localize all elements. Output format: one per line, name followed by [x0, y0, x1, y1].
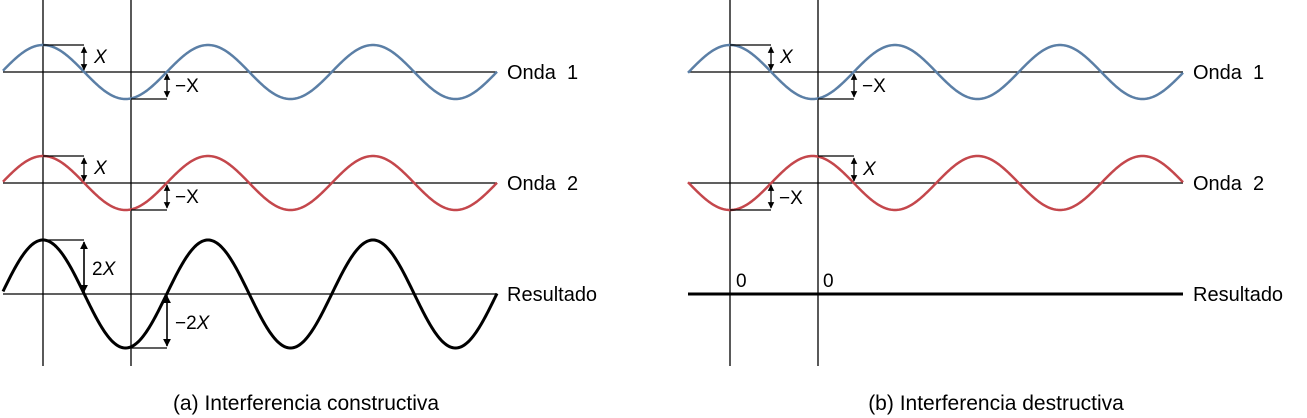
wave-2-curve	[687, 154, 1184, 212]
annotation-x: X	[779, 47, 794, 68]
wave-1-label: Onda 1	[1193, 62, 1264, 84]
panel-b-wave-1: X −X Onda 1	[687, 43, 1264, 101]
zero-label-1: 0	[736, 271, 747, 292]
annotation-minus-x: −X	[862, 76, 886, 97]
wave-2-label: Onda 2	[1193, 173, 1264, 195]
panel-b-destructive: X −X Onda 1 −X X Onda 2 0 0 Resultado (b…	[687, 0, 1283, 415]
wave-2-curve	[2, 154, 498, 212]
annotation-x: X	[93, 47, 108, 68]
panel-b-result: 0 0 Resultado	[688, 271, 1283, 306]
wave-1-label: Onda 1	[507, 62, 578, 84]
annotation-minus-x: −X	[175, 187, 199, 208]
panel-a-wave-1: X −X Onda 1	[2, 43, 578, 101]
annotation-minus-x: −X	[779, 188, 803, 209]
annotation-minus-x: −X	[175, 76, 199, 97]
annotation-x: X	[862, 159, 877, 180]
annotation-2x: 2X	[92, 259, 117, 280]
wave-1-curve	[2, 43, 498, 101]
result-curve	[1, 238, 499, 350]
panel-a-result: 2X −2X Resultado	[1, 238, 597, 350]
annotation-minus-2x: −2X	[175, 313, 211, 334]
wave-2-label: Onda 2	[507, 173, 578, 195]
annotation-x: X	[93, 158, 108, 179]
zero-label-2: 0	[823, 271, 834, 292]
panel-b-caption: (b) Interferencia destructiva	[868, 392, 1124, 415]
result-label: Resultado	[507, 284, 597, 306]
panel-a-caption: (a) Interferencia constructiva	[173, 392, 439, 415]
result-label: Resultado	[1193, 284, 1283, 306]
panel-a-constructive: X −X Onda 1 X −X Onda 2 2X	[1, 0, 597, 415]
wave-1-curve	[687, 43, 1184, 101]
panel-b-wave-2: −X X Onda 2	[687, 154, 1264, 212]
panel-a-wave-2: X −X Onda 2	[2, 154, 578, 212]
